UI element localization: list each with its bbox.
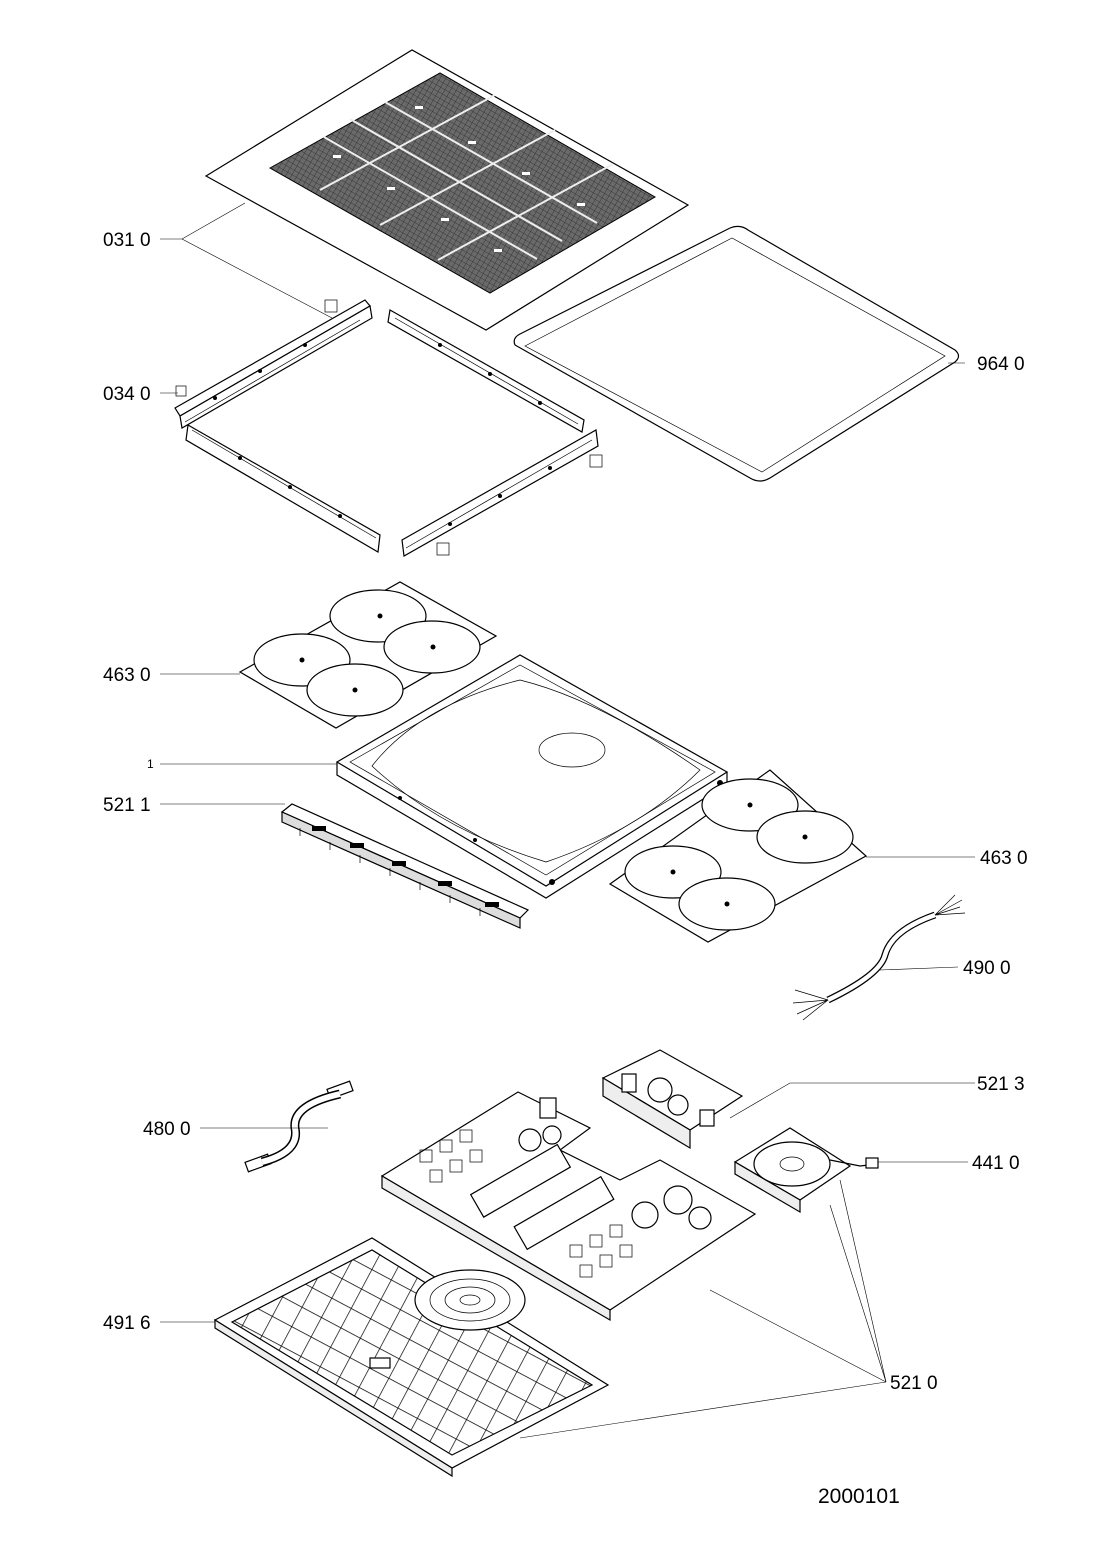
callout-441: 441 0 — [972, 1153, 1020, 1174]
callout-034: 034 0 — [103, 384, 151, 405]
induction-coil-plate-left — [238, 581, 498, 729]
control-board-strip — [280, 803, 530, 929]
callout-490: 490 0 — [963, 958, 1011, 979]
bottom-housing — [213, 1237, 610, 1478]
callout-521-1: 521 1 — [103, 795, 151, 816]
callout-964: 964 0 — [977, 354, 1025, 375]
wire-harness — [244, 1080, 354, 1173]
induction-coil-plate-right — [608, 769, 868, 943]
leader-lines — [160, 202, 975, 1439]
frame-gasket — [513, 225, 960, 482]
callout-labels: 031 0 964 0 034 0 463 0 1 521 1 463 0 49… — [103, 230, 1028, 1508]
side-brackets — [174, 299, 603, 557]
document-number: 2000101 — [818, 1485, 900, 1508]
main-power-board — [380, 1091, 757, 1322]
callout-491: 491 6 — [103, 1313, 151, 1334]
cooling-fan — [733, 1127, 879, 1214]
base-tray — [335, 654, 729, 899]
callout-521-0: 521 0 — [890, 1373, 938, 1394]
callout-463-right: 463 0 — [980, 848, 1028, 869]
callout-521-3: 521 3 — [977, 1074, 1025, 1095]
glass-ceramic-top — [204, 49, 690, 331]
callout-480: 480 0 — [143, 1119, 191, 1140]
callout-031: 031 0 — [103, 230, 151, 251]
filter-board — [601, 1049, 744, 1150]
callout-1: 1 — [147, 757, 154, 771]
callout-463-left: 463 0 — [103, 665, 151, 686]
power-supply-cable — [792, 894, 966, 1021]
